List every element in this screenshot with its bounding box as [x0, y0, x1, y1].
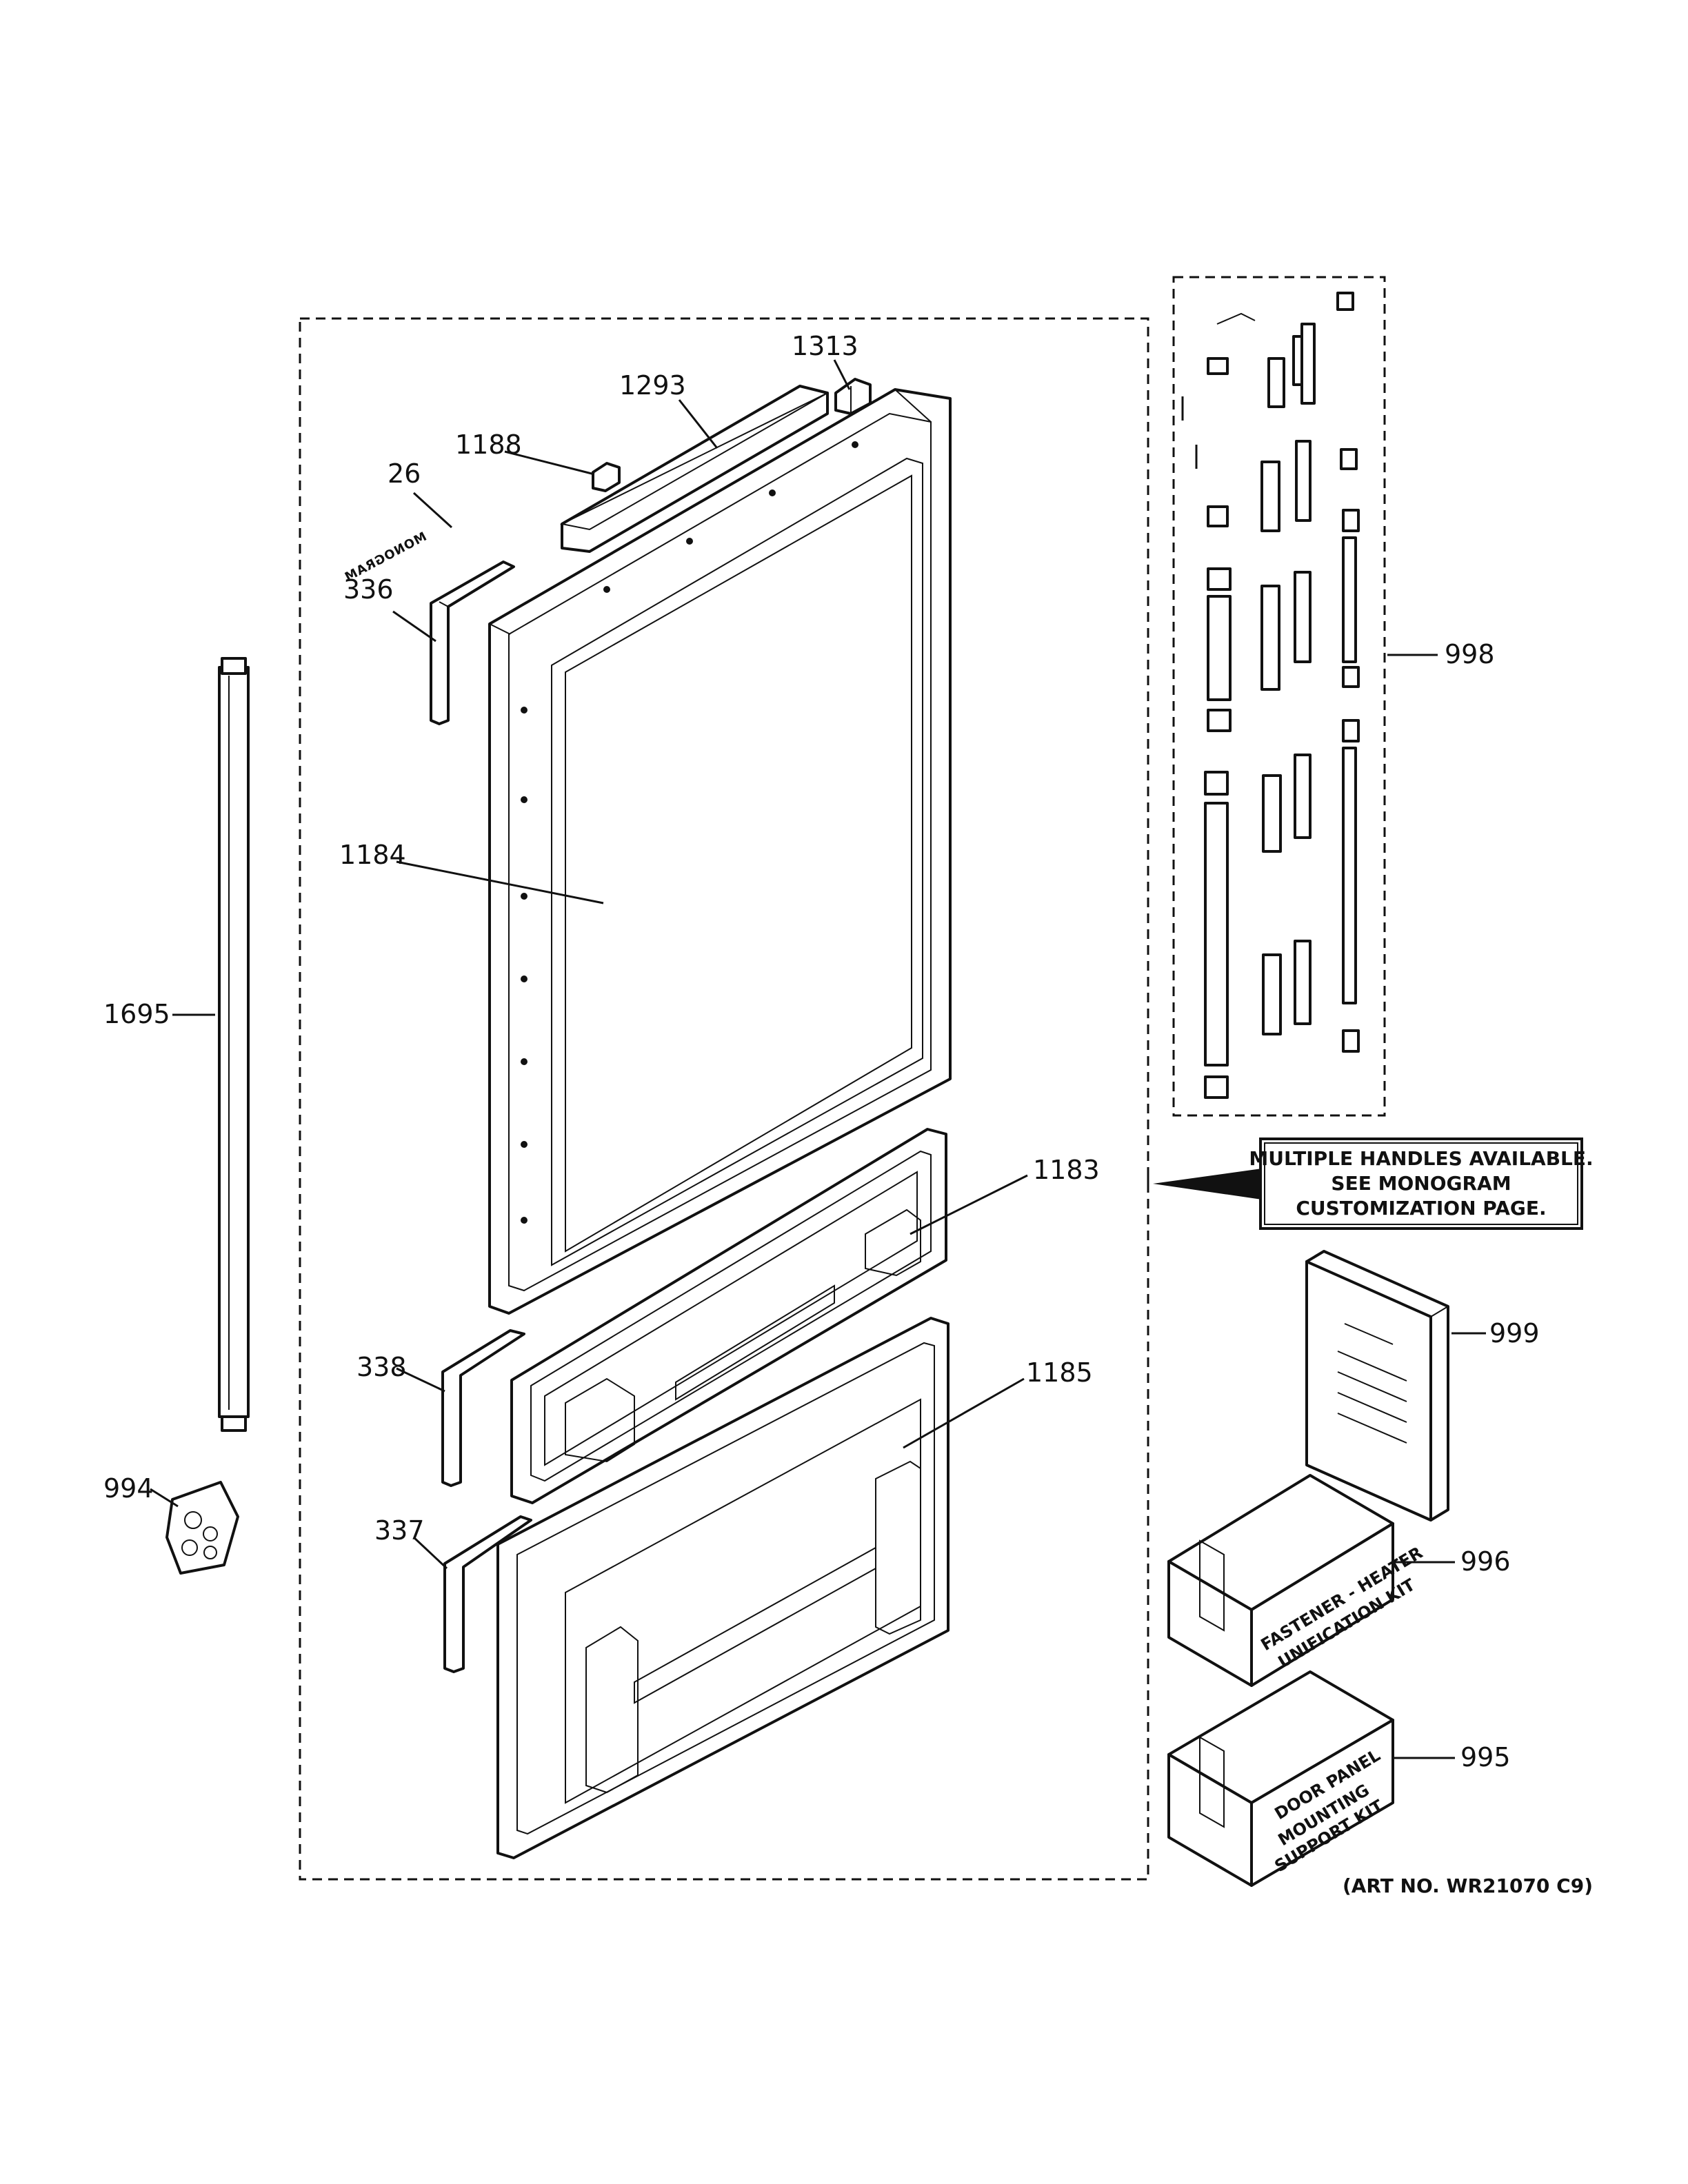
callout-994: 994 — [103, 1473, 154, 1504]
lower-side-trim — [443, 1515, 532, 1673]
frame-screw-holes — [521, 441, 858, 1224]
assembly-boundary — [299, 317, 1149, 1881]
middle-drawer — [510, 1128, 947, 1504]
owners-manual — [1305, 1250, 1449, 1521]
callout-26: 26 — [388, 458, 421, 489]
fastener-heater-kit-box: FASTENER - HEATER UNIFICATION KIT — [1167, 1474, 1426, 1687]
svg-text:CUSTOMIZATION PAGE.: CUSTOMIZATION PAGE. — [1296, 1197, 1546, 1220]
art-number: (ART NO. WR21070 C9) — [1343, 1874, 1593, 1897]
clip-part — [592, 462, 621, 492]
top-trim — [559, 385, 829, 553]
hardware-bag — [165, 1481, 239, 1575]
callout-998: 998 — [1445, 639, 1495, 669]
callout-1313: 1313 — [792, 331, 858, 361]
upper-side-trim — [430, 560, 515, 725]
door-strip — [218, 657, 250, 1432]
svg-text:MULTIPLE HANDLES AVAILABLE.: MULTIPLE HANDLES AVAILABLE. — [1249, 1147, 1593, 1170]
callout-1188: 1188 — [455, 429, 522, 460]
callout-996: 996 — [1460, 1546, 1511, 1577]
callout-1185: 1185 — [1026, 1357, 1093, 1388]
upper-door-frame — [488, 388, 952, 1315]
hardware-kit-parts — [1181, 292, 1360, 1099]
callout-336: 336 — [343, 574, 394, 605]
callout-995: 995 — [1460, 1742, 1511, 1772]
middle-side-trim — [441, 1329, 525, 1487]
callout-338: 338 — [356, 1352, 407, 1382]
callout-1184: 1184 — [339, 840, 406, 870]
latch-part — [834, 378, 872, 415]
svg-text:SEE MONOGRAM: SEE MONOGRAM — [1331, 1172, 1511, 1195]
lower-drawer — [496, 1317, 950, 1859]
callout-labels: 1313 1293 1188 26 336 1184 1695 998 1183… — [103, 331, 1540, 1772]
leader-lines — [150, 359, 1486, 1759]
callout-337: 337 — [374, 1515, 425, 1546]
callout-1183: 1183 — [1033, 1155, 1100, 1185]
door-panel-mounting-kit-box: DOOR PANEL MOUNTING SUPPORT KIT — [1167, 1670, 1394, 1887]
callout-1695: 1695 — [103, 999, 170, 1029]
callout-1293: 1293 — [619, 370, 686, 401]
callout-999: 999 — [1489, 1318, 1540, 1348]
handles-note: MULTIPLE HANDLES AVAILABLE. SEE MONOGRAM… — [1147, 1138, 1594, 1230]
